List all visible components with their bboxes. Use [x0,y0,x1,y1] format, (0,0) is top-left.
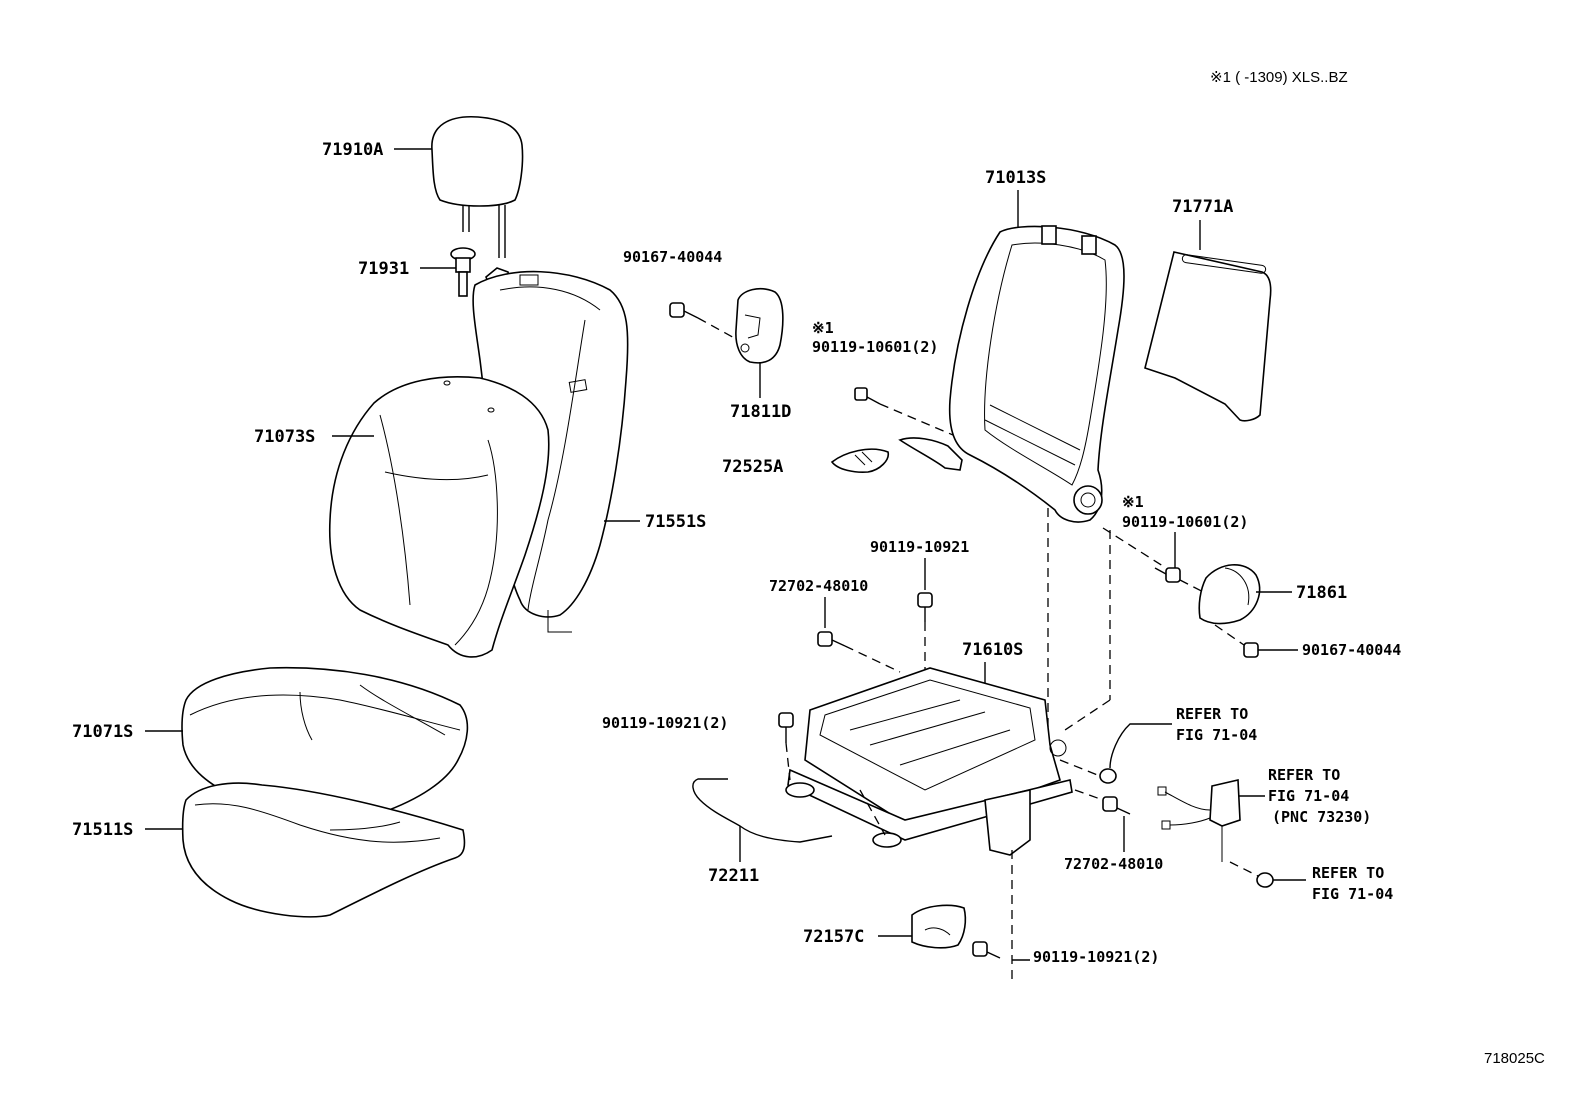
label-90119-10601-a: 90119-10601(2) [812,338,938,356]
bolt-icon [817,631,846,647]
seatback-cover-71073S [328,376,550,658]
seat-adjuster-71610S [785,667,1073,856]
label-72525A: 72525A [722,457,783,477]
seatbelt-buckle [1157,779,1241,862]
label-71610S: 71610S [962,640,1023,660]
figure-code: 718025C [1484,1050,1545,1067]
refer-3-line1: REFER TO [1312,864,1384,882]
label-71771A: 71771A [1172,197,1233,217]
refer-1-line1: REFER TO [1176,705,1248,723]
label-90119-10921-2b: 90119-10921(2) [1033,948,1159,966]
label-90167-40044-top: 90167-40044 [623,248,722,266]
cover-72157C [911,904,967,949]
hinge-cover-71811D [735,288,784,364]
refer-2-line1: REFER TO [1268,766,1340,784]
note-1b: ※1 [1122,493,1144,511]
bolt-icon [1243,642,1259,658]
clip-icon [1099,768,1117,784]
bracket-72525A [830,448,890,473]
label-90119-10921: 90119-10921 [870,538,969,556]
bolt-icon [854,387,881,405]
label-71811D: 71811D [730,402,791,422]
cushion-pad-71511S [181,782,466,918]
refer-3-line2: FIG 71-04 [1312,885,1393,903]
refer-2-line2: FIG 71-04 [1268,787,1349,805]
label-90119-10601-b: 90119-10601(2) [1122,513,1248,531]
wire-72211 [692,778,833,843]
label-72157C: 72157C [803,927,864,947]
back-board-71771A [1144,251,1272,422]
label-71013S: 71013S [985,168,1046,188]
bolt-icon [1154,567,1181,583]
label-71931-left: 71931 [358,259,409,279]
label-71861: 71861 [1296,583,1347,603]
header-note: ※1 ( -1309) XLS..BZ [1210,69,1348,86]
label-90119-10921-2a: 90119-10921(2) [602,714,728,732]
label-71551S: 71551S [645,512,706,532]
cushion-cover-71071S [181,666,469,821]
label-90167-40044-right: 90167-40044 [1302,641,1401,659]
label-71511S: 71511S [72,820,133,840]
headrest-support-left [450,247,476,297]
label-72211: 72211 [708,866,759,886]
label-71910A: 71910A [322,140,383,160]
label-71073S: 71073S [254,427,315,447]
recliner-cover-71861 [1198,564,1261,625]
label-72702-48010-a: 72702-48010 [769,577,868,595]
label-72702-48010-b: 72702-48010 [1064,855,1163,873]
headrest-drawing [431,115,524,258]
note-1a: ※1 [812,319,834,337]
refer-1-line2: FIG 71-04 [1176,726,1257,744]
clip-icon [1256,872,1274,888]
seatback-frame-71013S [898,225,1125,523]
bolt-icon [669,302,699,319]
label-71071S: 71071S [72,722,133,742]
bolt-icon [1102,796,1131,815]
refer-2-line3: (PNC 73230) [1272,808,1371,826]
bolt-icon [917,592,933,622]
bolt-icon [972,941,1001,959]
bolt-icon [778,712,794,743]
